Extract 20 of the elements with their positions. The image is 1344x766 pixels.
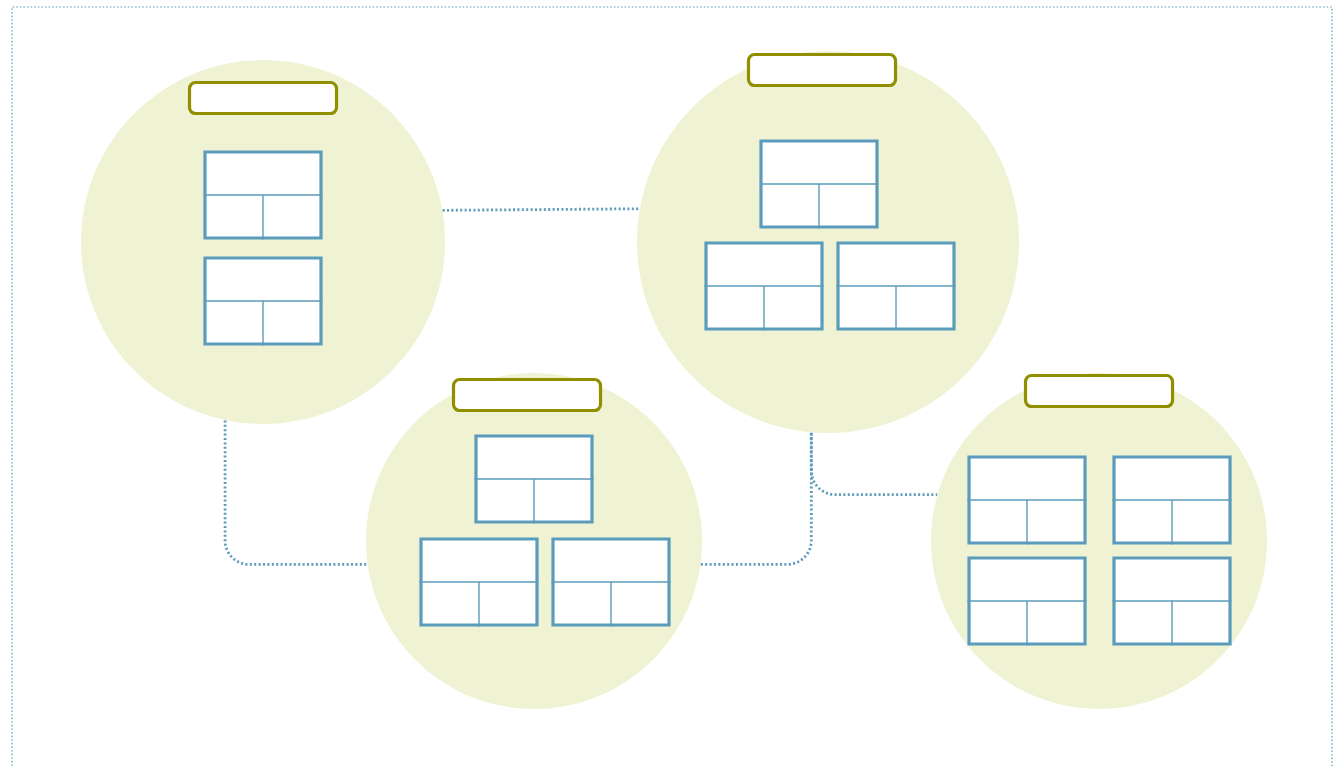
table-box — [202, 150, 324, 241]
connector-line — [223, 420, 368, 566]
table-box — [966, 455, 1088, 546]
title-box — [187, 80, 339, 116]
connector-line — [442, 207, 640, 212]
table-box — [550, 537, 672, 628]
title-box — [1023, 373, 1175, 409]
connector-line — [700, 432, 813, 566]
table-box — [1111, 455, 1233, 546]
table-box — [1111, 556, 1233, 647]
table-box — [758, 139, 880, 230]
table-box — [418, 537, 540, 628]
table-box — [966, 556, 1088, 647]
title-box — [451, 377, 603, 413]
connector-line — [809, 432, 938, 496]
table-box — [703, 241, 825, 332]
title-box — [746, 52, 898, 88]
table-box — [202, 256, 324, 347]
table-box — [473, 434, 595, 525]
table-box — [835, 241, 957, 332]
